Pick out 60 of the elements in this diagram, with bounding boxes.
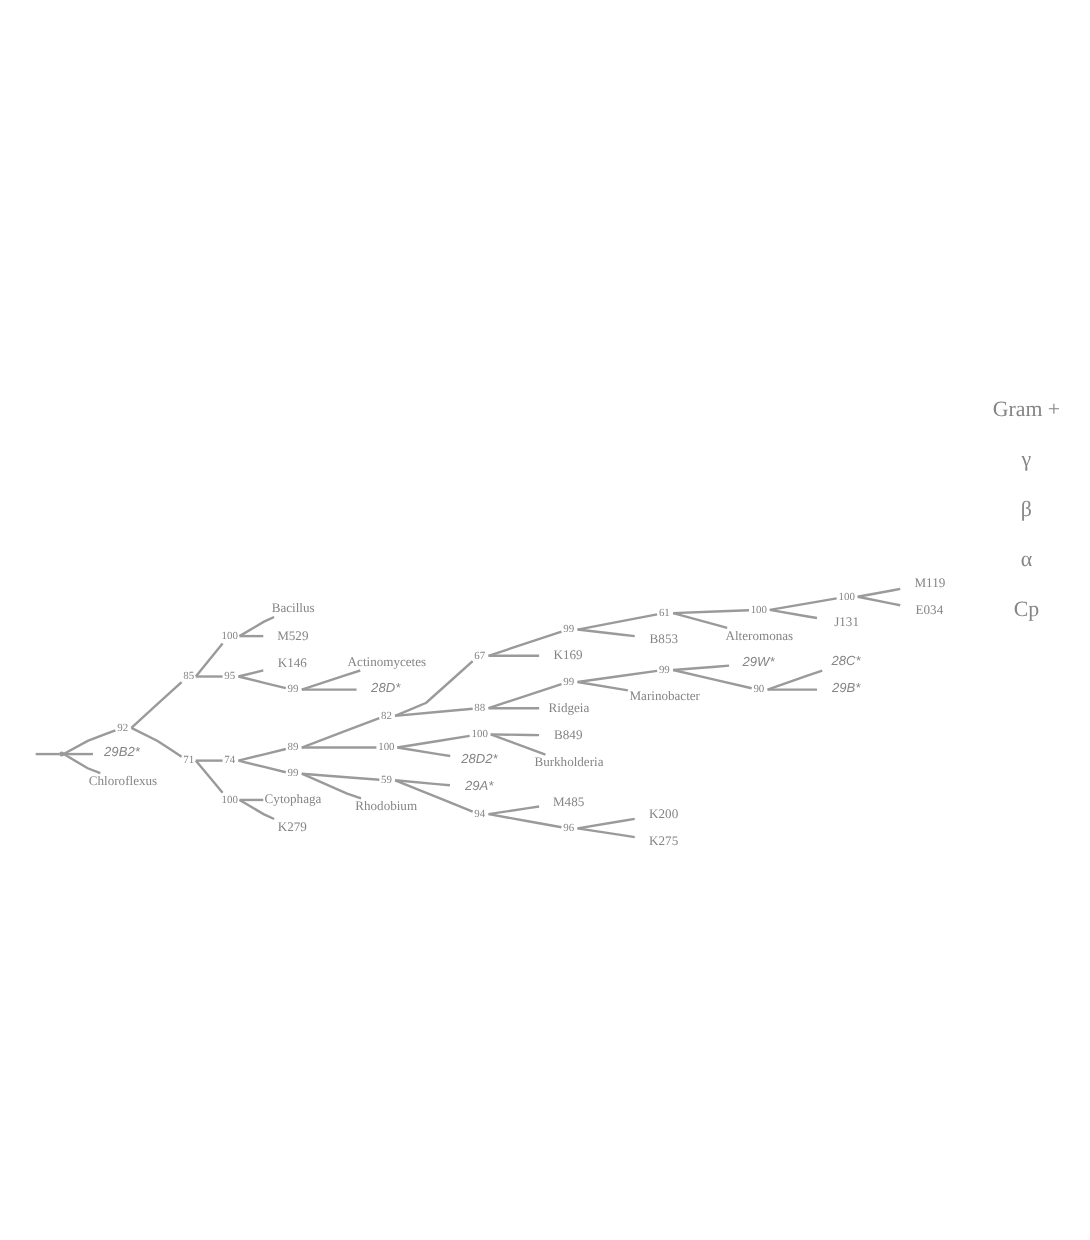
connector: [672, 612, 728, 629]
connector: [130, 726, 183, 758]
connector: [490, 733, 546, 756]
connector: [395, 707, 473, 718]
connector: [672, 668, 752, 690]
connector: [397, 746, 451, 758]
connector: [767, 688, 818, 691]
connector: [767, 669, 823, 691]
connector: [301, 717, 380, 749]
connector: [238, 669, 264, 678]
connector: [301, 669, 361, 691]
connector: [577, 628, 635, 638]
connector: [488, 630, 562, 657]
connector: [488, 812, 562, 829]
connector: [577, 827, 635, 839]
connector: [577, 613, 658, 631]
connector: [301, 688, 357, 691]
label: α: [1020, 548, 1033, 573]
connector: [769, 608, 818, 620]
connector: [857, 595, 901, 607]
connector: [301, 772, 380, 781]
connector: [63, 729, 116, 756]
connector: [301, 746, 377, 749]
connector: [397, 734, 470, 749]
connector: [673, 664, 730, 672]
connector: [238, 615, 275, 638]
connector: [395, 779, 451, 787]
connector: [488, 654, 540, 657]
connector: [394, 779, 474, 813]
connector: [488, 707, 540, 710]
node-point: [59, 751, 65, 757]
connector: [195, 759, 223, 762]
connector: [769, 597, 837, 612]
connector: [238, 798, 275, 821]
connector: [239, 798, 264, 802]
label: Gram +: [992, 397, 1061, 422]
connector: [239, 634, 264, 638]
label: Cp: [1013, 598, 1040, 623]
label: γ: [1021, 447, 1032, 472]
connector: [577, 680, 629, 692]
connector: [194, 642, 224, 678]
connector: [238, 747, 287, 762]
connector: [577, 817, 635, 830]
connector: [673, 609, 750, 615]
connector: [490, 733, 540, 737]
label: β: [1020, 497, 1032, 522]
connector: [238, 759, 287, 774]
connector: [35, 752, 60, 756]
connector: [63, 753, 101, 775]
connector: [857, 587, 901, 598]
connector: [488, 682, 562, 710]
connector: [577, 669, 658, 684]
connector: [238, 675, 287, 690]
connector: [63, 752, 93, 756]
connector: [194, 759, 224, 794]
connector: [488, 805, 540, 816]
connector: [301, 772, 362, 800]
connector: [394, 660, 474, 717]
connector: [195, 675, 223, 678]
connector: [130, 681, 183, 729]
